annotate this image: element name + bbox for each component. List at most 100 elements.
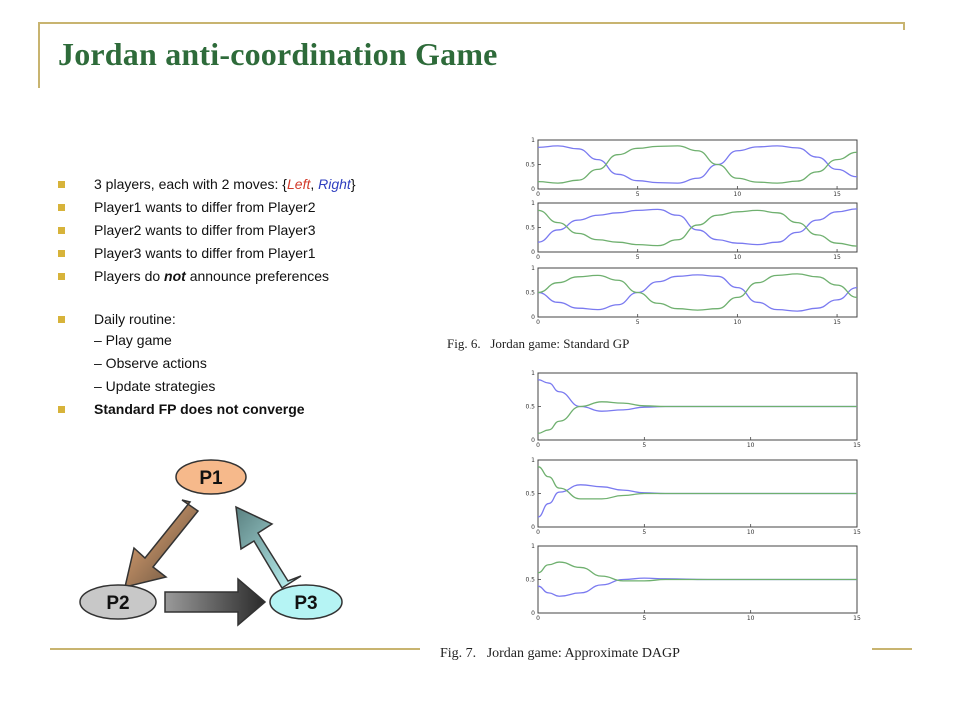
node-p3-label: P3 [294,593,317,614]
bullet-marker [58,181,65,188]
bullet-marker [58,204,65,211]
fig6-caption-number: Fig. 6. [447,336,481,351]
x-tick-label: 0 [536,529,540,536]
bullet-text-pre: 3 players, each with 2 moves: { [94,176,287,192]
bullet-marker [58,273,65,280]
series-line-1 [537,145,858,184]
bullet-marker [58,227,65,234]
slide-title: Jordan anti-coordination Game [58,36,498,72]
arrow-p2-to-p3 [164,577,267,627]
bullet-text-pre: Players do [94,268,165,284]
x-tick-label: 5 [642,442,646,449]
frame-bottom-line-left [50,648,420,650]
x-tick-label: 10 [734,191,742,198]
y-tick-label: 0.5 [525,290,535,297]
x-tick-label: 15 [853,529,861,536]
y-tick-label: 0 [531,610,535,617]
y-tick-label: 0.5 [525,577,535,584]
move-right-label: Right [318,176,351,192]
frame-top-line [38,22,904,24]
fig7-caption-number: Fig. 7. [440,646,477,661]
x-tick-label: 5 [636,319,640,326]
bullet-text: 3 players, each with 2 moves: {Left, Rig… [94,176,356,192]
arrow-p1-to-p2 [123,499,200,589]
arrow-p3-to-p1 [235,505,302,590]
node-p1-label: P1 [199,468,223,489]
x-tick-label: 10 [734,319,742,326]
node-p3 [269,584,343,620]
y-tick-label: 1 [531,265,535,272]
y-tick-label: 0.5 [525,491,535,498]
x-tick-label: 10 [747,615,755,622]
emphasis-word: not [164,268,186,284]
y-tick-label: 0 [531,186,535,193]
series-line-1 [537,274,858,312]
y-tick-label: 1 [531,370,535,377]
x-tick-label: 10 [747,529,755,536]
frame-bottom-line-right [872,648,912,650]
x-tick-label: 15 [853,615,861,622]
bullet-text: Players do not announce preferences [94,268,329,284]
bullet-text-post: } [350,176,356,192]
y-tick-label: 0 [531,314,535,321]
fig6-caption-text: Jordan game: Standard GP [490,336,630,351]
bullet-text: Player2 wants to differ from Player3 [94,222,316,238]
x-tick-label: 0 [536,615,540,622]
series-line-2 [537,273,858,311]
y-tick-label: 0.5 [525,404,535,411]
x-tick-label: 15 [833,319,841,326]
x-tick-label: 15 [853,442,861,449]
y-tick-label: 0 [531,249,535,256]
x-tick-label: 10 [747,442,755,449]
node-p2-label: P2 [106,593,129,614]
x-tick-label: 5 [636,254,640,261]
fig7-caption: Fig. 7. Jordan game: Approximate DAGP [440,646,680,662]
frame-right-tick [903,22,905,30]
series-line-2 [537,209,858,247]
x-tick-label: 0 [536,254,540,261]
plot-frame [537,139,858,190]
series-line-2 [537,145,858,184]
move-left-label: Left [287,176,311,192]
y-tick-label: 1 [531,137,535,144]
frame-left-line [38,22,40,88]
node-p1 [175,459,247,495]
bullet-marker [58,316,65,323]
x-tick-label: 10 [734,254,742,261]
y-tick-label: 1 [531,200,535,207]
series-line-2 [537,466,857,500]
sub-bullet-text: – Observe actions [94,355,207,371]
series-line-2 [537,561,857,582]
x-tick-label: 0 [536,319,540,326]
x-tick-label: 5 [636,191,640,198]
y-tick-label: 1 [531,543,535,550]
fig7-caption-text: Jordan game: Approximate DAGP [486,646,680,661]
series-line-1 [537,208,858,246]
y-tick-label: 0 [531,437,535,444]
x-tick-label: 0 [536,191,540,198]
node-p2 [79,584,157,620]
bullet-text: Standard FP does not converge [94,401,305,417]
series-line-1 [537,484,857,518]
bullet-text-post: announce preferences [185,268,330,284]
bullet-text: Player3 wants to differ from Player1 [94,245,316,261]
sub-bullet-text: – Update strategies [94,378,216,394]
y-tick-label: 0.5 [525,162,535,169]
series-line-1 [537,577,857,597]
move-separator: , [310,176,319,192]
x-tick-label: 15 [833,254,841,261]
y-tick-label: 0 [531,524,535,531]
bullet-text: Player1 wants to differ from Player2 [94,199,316,215]
sub-bullet-text: – Play game [94,332,172,348]
x-tick-label: 15 [833,191,841,198]
plot-frame [537,202,858,253]
y-tick-label: 1 [531,457,535,464]
bullet-marker [58,406,65,413]
bullet-marker [58,250,65,257]
x-tick-label: 5 [642,529,646,536]
bullet-text: Daily routine: [94,311,176,327]
